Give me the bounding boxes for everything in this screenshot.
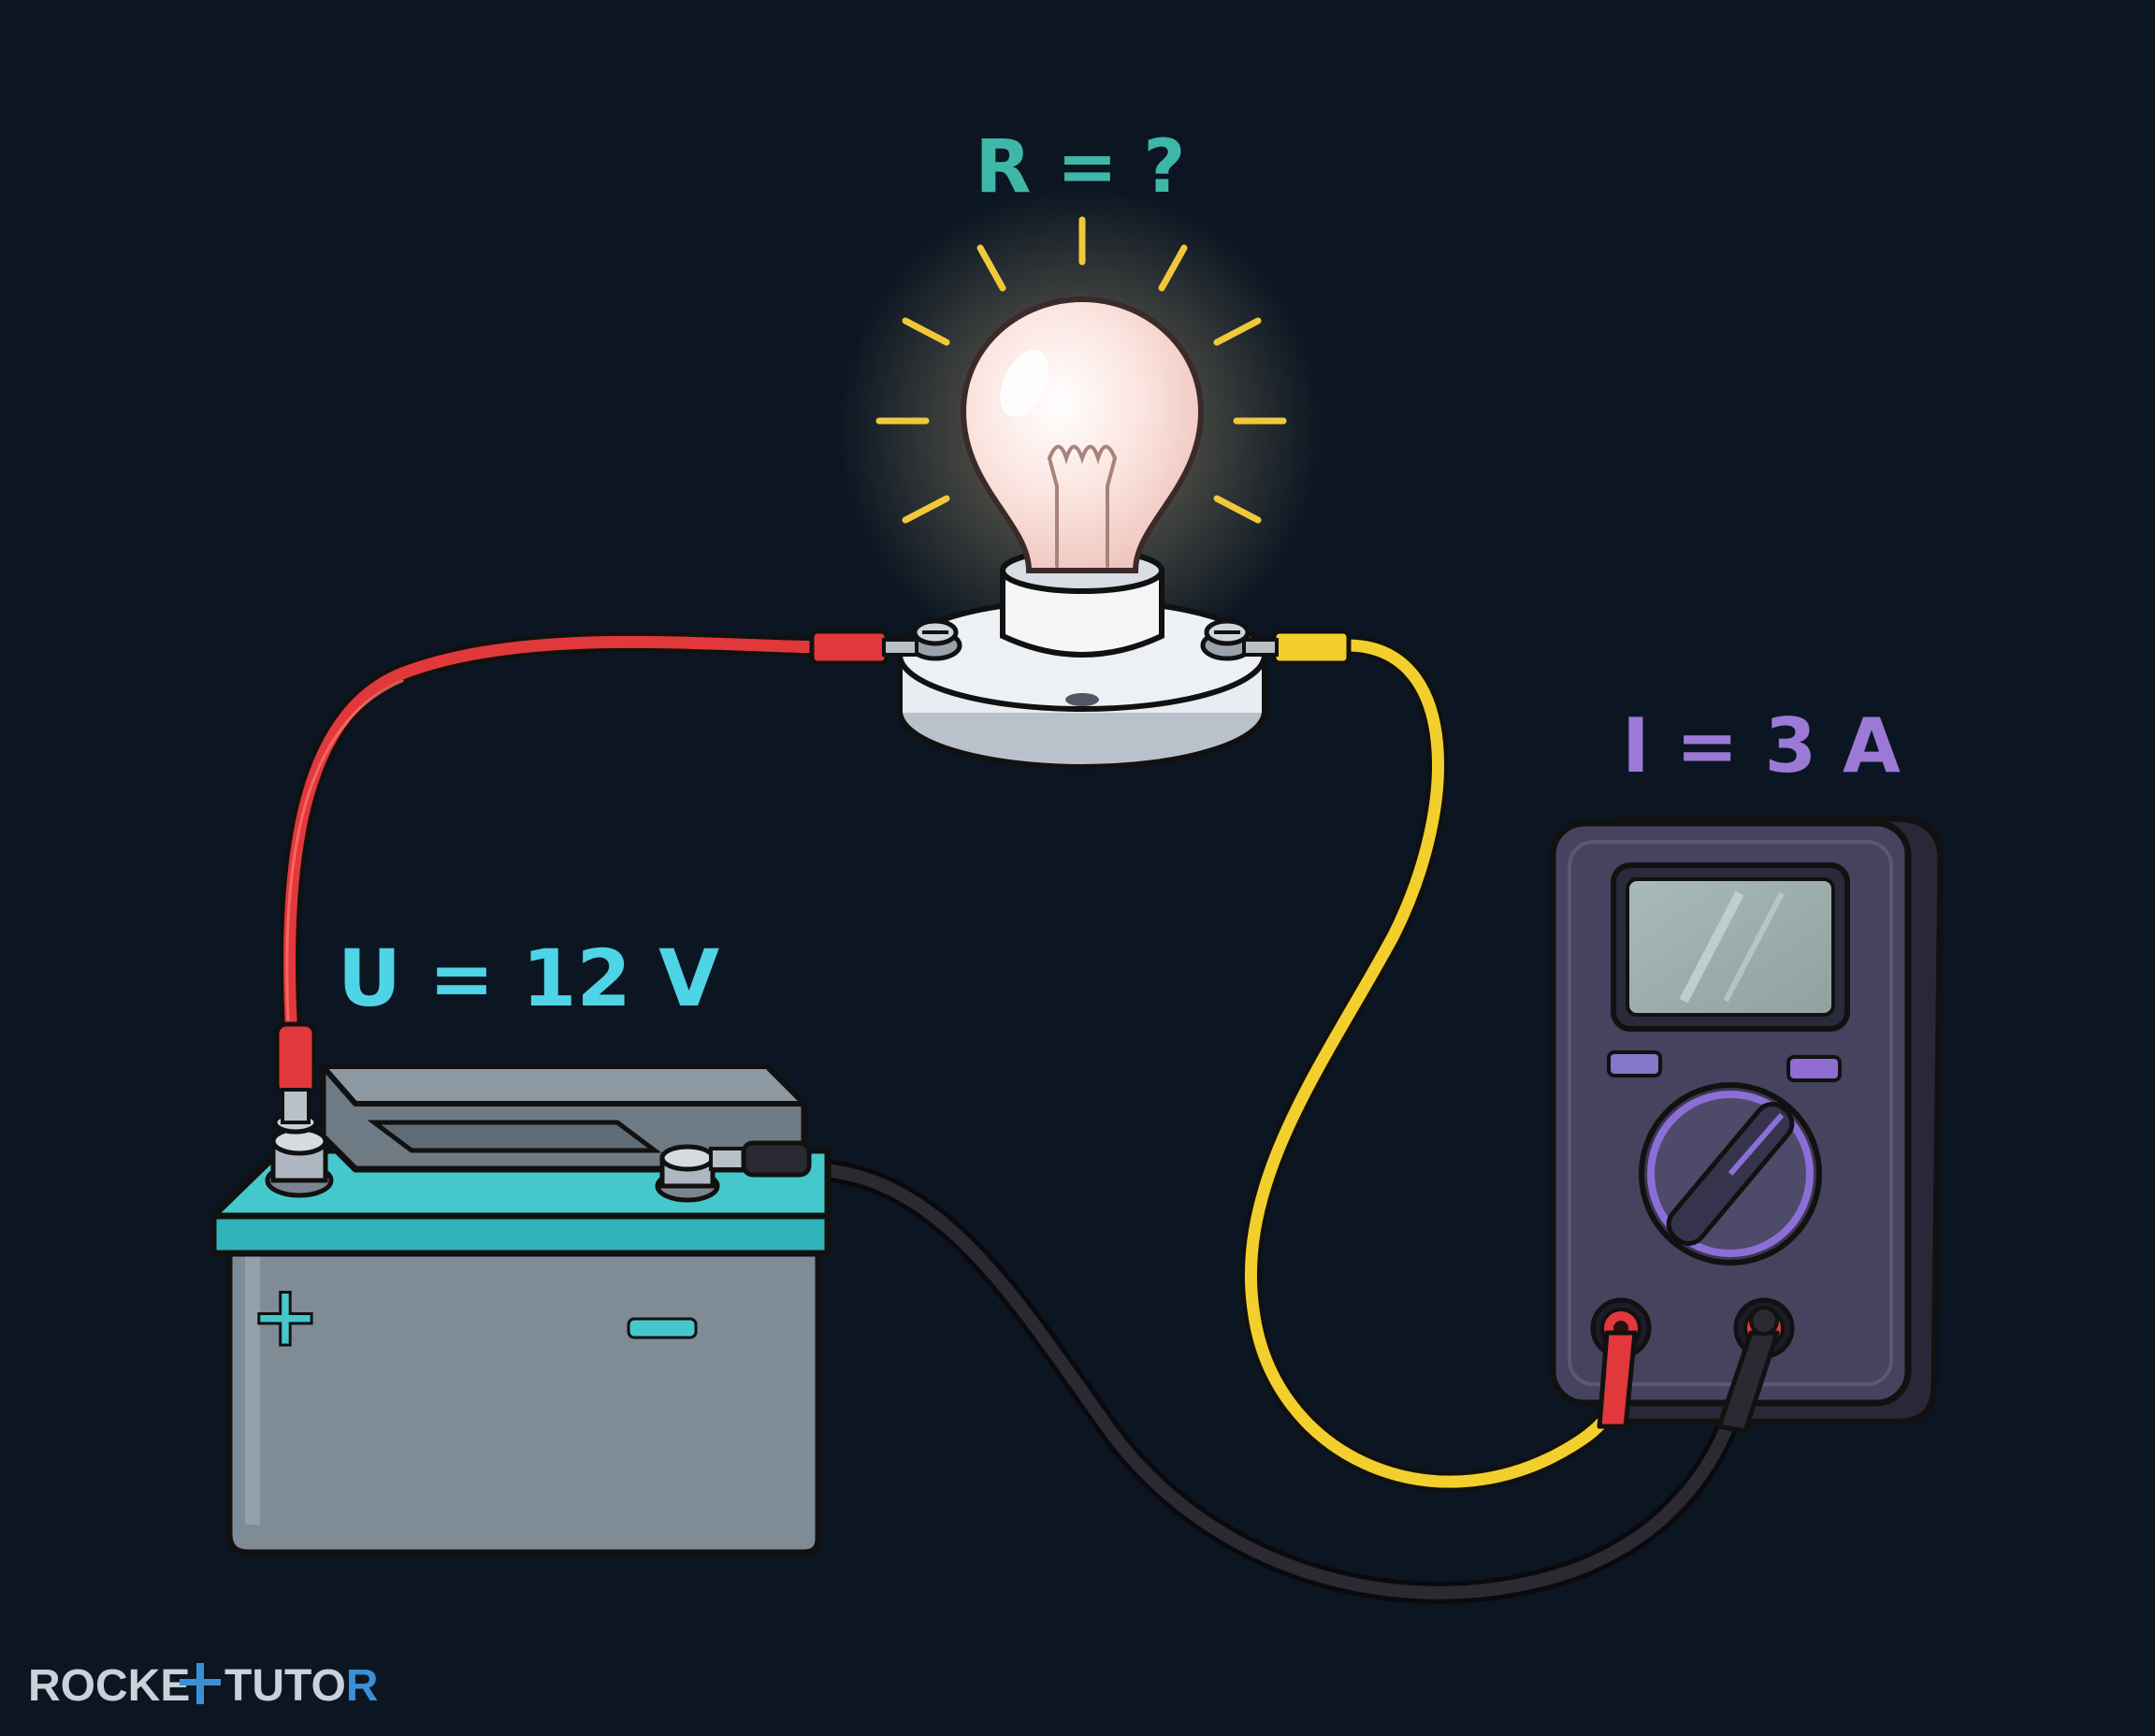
- logo-text-part2: TUTO: [224, 1661, 346, 1711]
- yellow-connector: [1242, 629, 1352, 666]
- light-rays: [875, 216, 1287, 524]
- current-label: I = 3 A: [1622, 702, 1901, 789]
- battery-plus-symbol: +: [250, 1267, 320, 1366]
- svg-text:ROCKE: ROCKE: [28, 1661, 190, 1711]
- filament: [1048, 444, 1117, 568]
- rocketutor-logo: ROCKE TUTOR: [28, 1661, 378, 1711]
- multimeter-dial: [1639, 1082, 1822, 1266]
- battery-icon: +: [210, 1021, 832, 1556]
- multimeter-left-button: [1607, 1050, 1662, 1078]
- positive-terminal: [265, 1021, 334, 1198]
- logo-text-part3: R: [346, 1661, 379, 1711]
- wires: [279, 631, 1749, 1604]
- svg-text:TUTOR: TUTOR: [224, 1661, 378, 1711]
- multimeter-right-button: [1786, 1055, 1842, 1082]
- red-connector: [809, 629, 918, 666]
- negative-terminal: [655, 1140, 812, 1203]
- multimeter-icon: [1549, 815, 1945, 1434]
- battery-minus-symbol: [627, 1317, 698, 1339]
- voltage-label: U = 12 V: [338, 933, 719, 1024]
- red-probe-plug: [1597, 1330, 1638, 1429]
- bulb-socket: [897, 547, 1267, 770]
- logo-text-part1: ROCKE: [28, 1661, 190, 1711]
- resistance-label: R = ?: [976, 125, 1186, 210]
- light-bulb-icon: [809, 187, 1352, 770]
- logo-plus-icon: [180, 1663, 221, 1704]
